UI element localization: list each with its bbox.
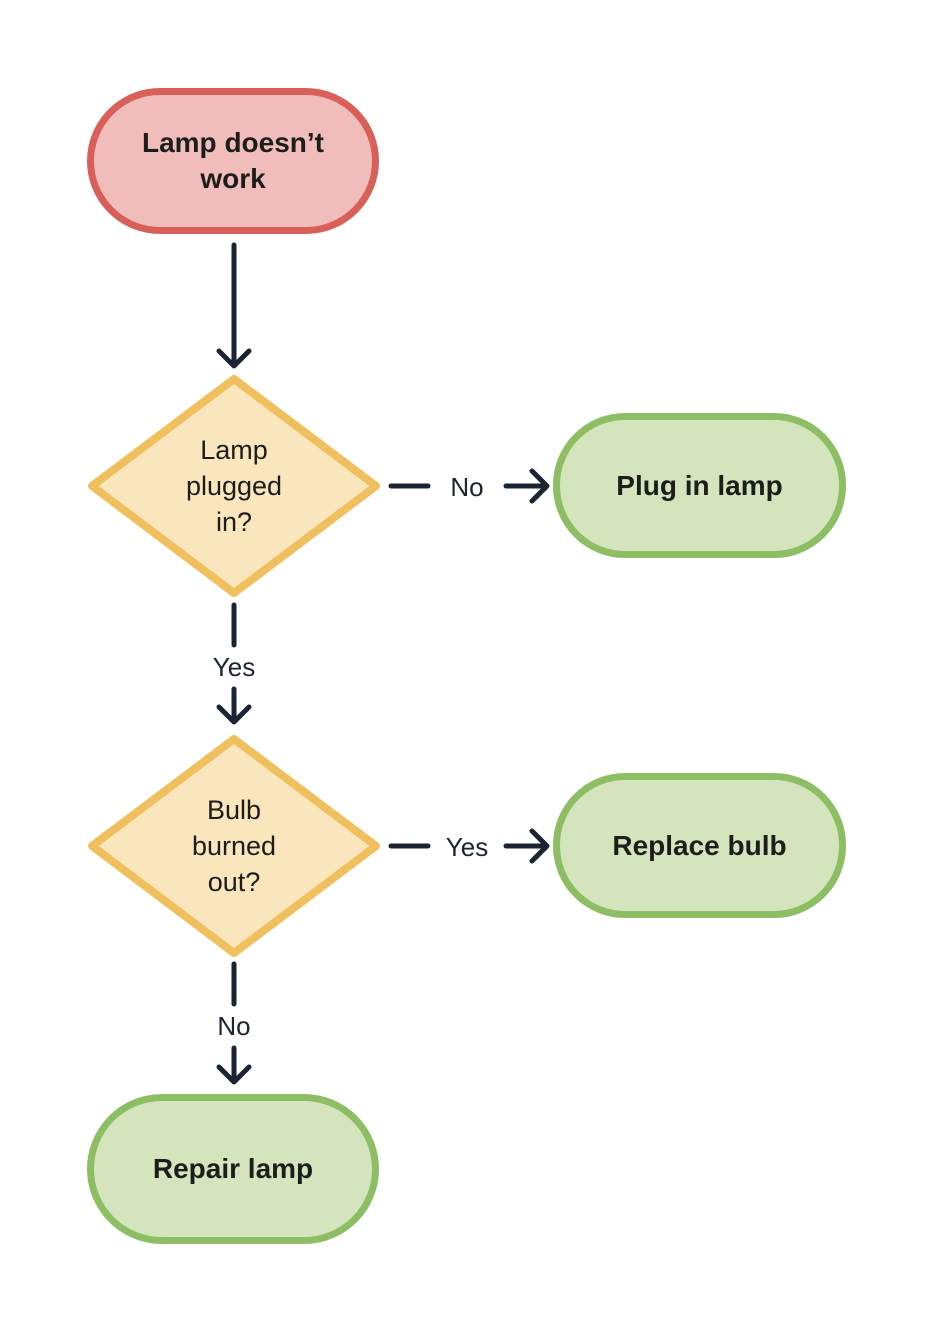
- node-a-plug-label: Plug in lamp: [616, 469, 783, 501]
- node-q-bulb: Bulb burned out?: [87, 734, 381, 958]
- node-a-replace: Replace bulb: [553, 773, 846, 918]
- arrowhead-q-plugged-to-a-plug-icon: [529, 468, 550, 504]
- node-q-plugged-label: Lamp plugged in?: [185, 435, 283, 537]
- arrowhead-q-plugged-to-q-bulb-icon: [216, 704, 252, 725]
- diamond-shape-icon: [88, 375, 380, 597]
- node-a-repair: Repair lamp: [87, 1094, 379, 1244]
- arrowhead-q-bulb-to-a-repair-icon: [216, 1064, 252, 1085]
- node-q-bulb-label: Bulb burned out?: [191, 795, 277, 897]
- node-start: Lamp doesn’t work: [87, 88, 379, 234]
- node-a-plug: Plug in lamp: [553, 413, 846, 558]
- node-q-plugged: Lamp plugged in?: [87, 374, 381, 598]
- arrowhead-q-bulb-to-a-replace-icon: [529, 828, 550, 864]
- diamond-shape-icon: [88, 735, 380, 957]
- edge-label-no-bulb: No: [217, 1011, 251, 1041]
- arrowhead-start-to-q-plugged-icon: [216, 348, 252, 369]
- node-a-replace-label: Replace bulb: [612, 829, 787, 861]
- edge-label-yes-bulb: Yes: [445, 832, 489, 862]
- edge-label-yes-plugged: Yes: [212, 652, 256, 682]
- node-a-repair-label: Repair lamp: [152, 1153, 314, 1184]
- node-start-label: Lamp doesn’t work: [141, 127, 324, 194]
- edge-label-no-plugged: No: [450, 472, 484, 502]
